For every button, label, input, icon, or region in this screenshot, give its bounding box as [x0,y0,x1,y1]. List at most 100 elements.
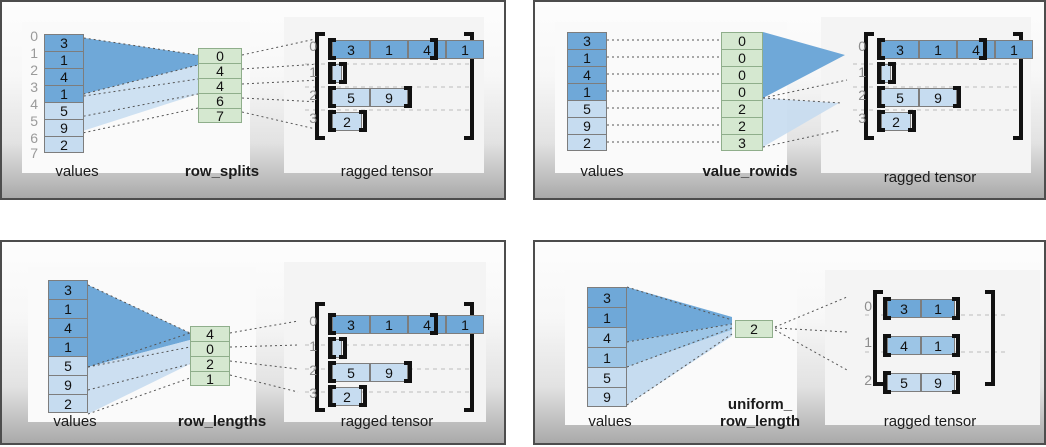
tensor-caption: ragged tensor [883,169,977,186]
value-cell: 3 [44,34,84,51]
tensor-caption: ragged tensor [883,413,977,430]
tensor-row: 3 1 [887,299,955,318]
tensor-cell-empty [881,64,891,83]
tensor-cell: 1 [370,40,408,59]
value-cell: 1 [48,299,88,318]
tensor-row: 2 [332,112,362,131]
tensor-cell: 1 [446,40,484,59]
value-cell: 5 [567,100,607,117]
tensor-row [881,64,891,83]
encoding-cell: 7 [198,108,242,124]
tensor-cell: 1 [921,336,955,355]
tensor-cell: 4 [957,40,995,59]
encoding-caption: value_rowids [702,163,798,180]
tensor-cell: 5 [881,88,919,107]
tensor-row-index: 0 [309,313,317,329]
encoding-cell: 4 [198,78,242,94]
values-column: 3 1 4 1 5 9 [587,287,627,407]
value-cell: 4 [44,68,84,85]
tensor-cell: 1 [919,40,957,59]
tensor-row-index: 1 [858,64,866,80]
tensor-row-index: 2 [864,372,872,388]
tensor-cell: 4 [408,40,446,59]
value-rowids-column: 0 0 0 0 2 2 3 [721,32,763,151]
value-cell: 1 [587,347,627,367]
panel-row-splits: 0 1 2 3 4 5 6 7 3 1 4 1 5 9 2 0 4 4 6 7 … [0,0,506,200]
tensor-cell: 2 [332,387,362,406]
tensor-row: 4 1 [887,336,955,355]
tensor-cell: 1 [446,315,484,334]
value-cell: 1 [587,307,627,327]
tensor-cell: 9 [921,373,955,392]
tensor-row [332,64,342,83]
tensor-cell: 1 [921,299,955,318]
tensor-row-index: 3 [309,385,317,401]
encoding-cell: 4 [198,63,242,79]
tensor-row-index: 3 [858,110,866,126]
tensor-row: 5 9 [881,88,957,107]
tensor-row [332,339,342,358]
tensor-cell-empty [332,64,342,83]
tensor-cell: 2 [332,112,362,131]
encoding-cell: 2 [721,100,763,117]
tensor-row-index: 1 [864,334,872,350]
row-splits-column: 0 4 4 6 7 [198,48,242,124]
encoding-cell: 0 [721,83,763,100]
tensor-cell: 2 [881,112,911,131]
encoding-cell: 1 [190,371,230,387]
value-cell: 9 [48,375,88,394]
tensor-row-index: 2 [309,362,317,378]
tensor-row-index: 2 [309,87,317,103]
tensor-caption: ragged tensor [340,413,434,430]
encoding-cell: 6 [198,93,242,109]
value-cell: 1 [567,83,607,100]
tensor-cell: 3 [881,40,919,59]
tensor-row: 2 [881,112,911,131]
value-cell: 1 [44,85,84,102]
panel-uniform-row-length: 3 1 4 1 5 9 2 0 1 2 3 1 4 1 5 9 values u… [533,240,1046,445]
encoding-cell: 2 [735,320,773,338]
tensor-row-index: 1 [309,338,317,354]
values-column: 3 1 4 1 5 9 2 [48,280,88,413]
tensor-row: 5 9 [332,363,408,382]
tensor-row: 5 9 [887,373,955,392]
encoding-cell: 0 [198,48,242,64]
values-caption: values [55,163,99,180]
encoding-cell: 4 [190,326,230,342]
value-cell: 9 [567,117,607,134]
tensor-row-index: 2 [858,87,866,103]
panel-value-rowids: 3 1 4 1 5 9 2 0 0 0 0 2 2 3 0 1 2 3 3 1 … [533,0,1046,200]
tensor-cell: 3 [887,299,921,318]
values-column: 3 1 4 1 5 9 2 [567,32,607,151]
tensor-row-index: 0 [309,38,317,54]
tensor-cell: 4 [408,315,446,334]
tensor-cell-empty [332,339,342,358]
values-column: 3 1 4 1 5 9 2 [44,34,84,153]
value-cell: 4 [587,327,627,347]
values-caption: values [588,413,632,430]
encoding-cell: 0 [721,32,763,49]
value-cell: 9 [587,387,627,407]
value-cell: 5 [587,367,627,387]
value-cell: 3 [587,287,627,307]
tensor-cell: 5 [332,88,370,107]
value-cell: 1 [567,49,607,66]
tensor-cell: 9 [919,88,957,107]
encoding-caption-line1: uniform_ [727,396,793,413]
tensor-row-index: 1 [309,64,317,80]
value-cell: 1 [48,337,88,356]
value-cell: 2 [44,136,84,153]
encoding-caption-line2: row_length [719,413,800,430]
tensor-cell: 5 [332,363,370,382]
row-lengths-column: 4 0 2 1 [190,326,230,387]
tensor-cell: 3 [332,315,370,334]
value-cell: 5 [48,356,88,375]
tensor-cell: 9 [370,363,408,382]
tensor-row: 2 [332,387,362,406]
value-cell: 1 [44,51,84,68]
tensor-row-index: 3 [309,110,317,126]
encoding-cell: 0 [721,66,763,83]
tensor-cell: 1 [995,40,1033,59]
values-caption: values [580,163,624,180]
